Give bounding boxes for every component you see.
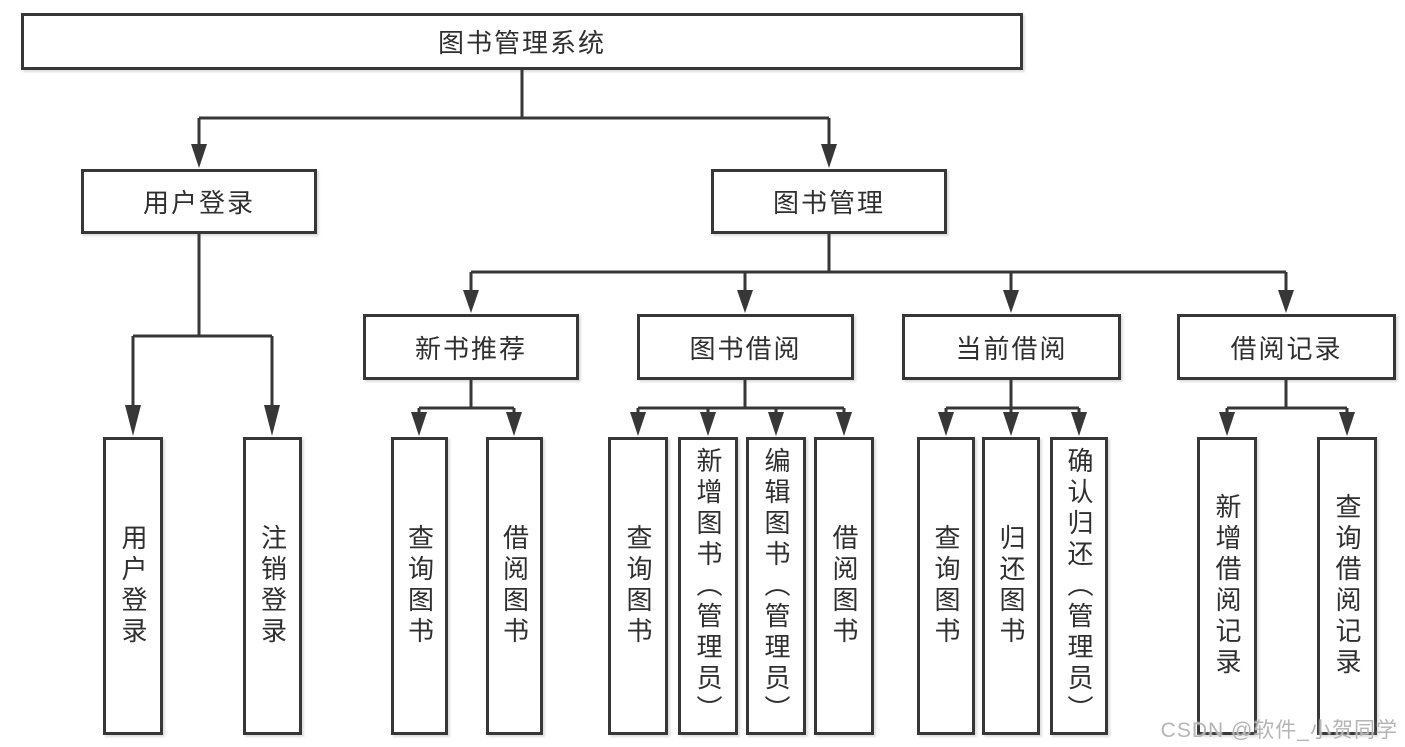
arrowhead bbox=[1003, 290, 1019, 313]
node-root-library-system: 图书管理系统 bbox=[21, 13, 1023, 70]
arrowhead bbox=[630, 412, 646, 436]
leaf-edit-books-admin: 编辑图书（管理员） bbox=[746, 437, 806, 735]
arrowhead bbox=[1278, 290, 1294, 313]
leaf-logout: 注销登录 bbox=[243, 437, 302, 735]
node-new-book-recommend: 新书推荐 bbox=[363, 314, 579, 380]
leaf-current-query-books: 查询图书 bbox=[917, 437, 975, 735]
connector-borrow-to-leaves bbox=[630, 380, 852, 436]
node-book-management-branch: 图书管理 bbox=[711, 169, 947, 234]
node-book-borrow: 图书借阅 bbox=[637, 314, 854, 380]
arrowhead bbox=[463, 290, 479, 313]
arrowhead bbox=[1003, 412, 1019, 436]
arrowhead bbox=[1339, 412, 1355, 436]
arrowhead bbox=[1071, 412, 1087, 436]
leaf-return-books: 归还图书 bbox=[982, 437, 1040, 735]
node-current-borrow: 当前借阅 bbox=[902, 314, 1121, 380]
leaf-recommend-borrow-books: 借阅图书 bbox=[486, 437, 543, 735]
arrowhead bbox=[191, 144, 207, 168]
connector-book-mgmt-to-sections bbox=[463, 234, 1294, 313]
arrowhead bbox=[737, 290, 753, 313]
arrowhead bbox=[506, 412, 522, 436]
connector-current-to-leaves bbox=[938, 380, 1087, 436]
leaf-borrow-query-books: 查询图书 bbox=[608, 437, 668, 735]
connector-recommend-to-leaves bbox=[411, 380, 522, 436]
connector-root-to-branches bbox=[191, 70, 837, 168]
leaf-add-borrow-record: 新增借阅记录 bbox=[1197, 437, 1257, 735]
arrowhead bbox=[1219, 412, 1235, 436]
arrowhead bbox=[938, 412, 954, 436]
node-user-login-branch: 用户登录 bbox=[81, 169, 317, 234]
arrowhead bbox=[700, 412, 716, 436]
node-borrow-records: 借阅记录 bbox=[1177, 314, 1396, 380]
leaf-user-login: 用户登录 bbox=[103, 437, 163, 735]
leaf-borrow-books: 借阅图书 bbox=[814, 437, 874, 735]
arrowhead bbox=[821, 144, 837, 168]
connector-user-login-to-leaves bbox=[125, 234, 280, 436]
arrowhead bbox=[768, 412, 784, 436]
arrowhead bbox=[125, 405, 141, 436]
arrowhead bbox=[264, 405, 280, 436]
arrowhead bbox=[411, 412, 427, 436]
leaf-query-borrow-record: 查询借阅记录 bbox=[1317, 437, 1377, 735]
arrowhead bbox=[836, 412, 852, 436]
leaf-recommend-query-books: 查询图书 bbox=[391, 437, 448, 735]
leaf-add-books-admin: 新增图书（管理员） bbox=[678, 437, 738, 735]
leaf-confirm-return-admin: 确认归还（管理员） bbox=[1050, 437, 1108, 735]
connector-records-to-leaves bbox=[1219, 380, 1355, 436]
watermark: CSDN @软件_小贺同学 bbox=[1160, 719, 1398, 742]
